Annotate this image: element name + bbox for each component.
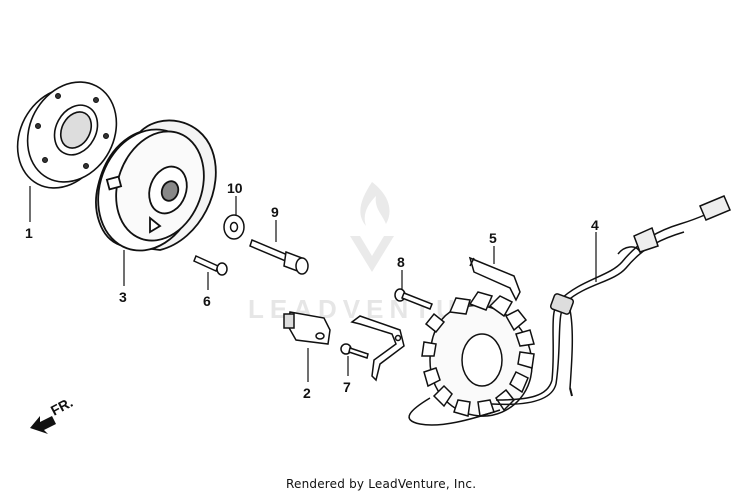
callout-10[interactable]: 10 — [227, 180, 243, 196]
bolt-7[interactable] — [340, 343, 369, 359]
wire-bracket[interactable] — [350, 315, 405, 382]
flywheel[interactable] — [82, 115, 219, 264]
pulser-coil[interactable] — [283, 311, 331, 345]
callouts: 1 2 3 4 5 6 7 8 9 10 — [25, 180, 599, 401]
front-label: FR. — [48, 394, 75, 419]
small-bolt[interactable] — [193, 254, 228, 276]
callout-9[interactable]: 9 — [271, 204, 279, 220]
callout-6[interactable]: 6 — [203, 293, 211, 309]
stator[interactable] — [408, 195, 731, 426]
front-indicator: FR. — [30, 394, 75, 434]
callout-5[interactable]: 5 — [489, 230, 497, 246]
front-arrow-icon — [30, 416, 56, 434]
leader-lines — [29, 186, 597, 382]
starter-clutch[interactable] — [1, 66, 134, 203]
callout-1[interactable]: 1 — [25, 225, 33, 241]
render-credit: Rendered by LeadVenture, Inc. — [286, 477, 477, 491]
flange-bolt[interactable] — [249, 238, 309, 275]
callout-7[interactable]: 7 — [343, 379, 351, 395]
callout-2[interactable]: 2 — [303, 385, 311, 401]
wire-clamp[interactable] — [468, 256, 521, 302]
callout-8[interactable]: 8 — [397, 254, 405, 270]
callout-3[interactable]: 3 — [119, 289, 127, 305]
bolt-8[interactable] — [394, 288, 433, 310]
washer[interactable] — [223, 214, 245, 240]
callout-4[interactable]: 4 — [591, 217, 599, 233]
